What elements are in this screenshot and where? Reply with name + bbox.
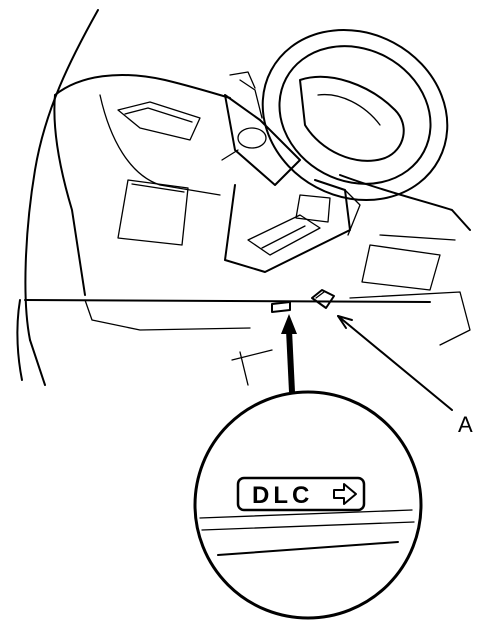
dashboard-upper (53, 74, 231, 296)
dlc-label-text: DLC (252, 482, 313, 509)
steering-column (221, 71, 301, 186)
callout-a: A (337, 315, 473, 437)
pointer-arrow (281, 314, 297, 393)
callout-label: A (458, 412, 473, 437)
dashboard-lower-edge (24, 299, 431, 386)
steering-wheel (261, 28, 449, 202)
dlc-label-plate (236, 476, 366, 512)
center-console (224, 179, 361, 273)
dlc-connector (271, 289, 335, 313)
right-arrow-icon (333, 483, 357, 505)
left-pillar (16, 9, 99, 386)
left-panel (117, 179, 189, 246)
right-panel (339, 174, 471, 346)
detail-circle: DLC (193, 390, 423, 620)
